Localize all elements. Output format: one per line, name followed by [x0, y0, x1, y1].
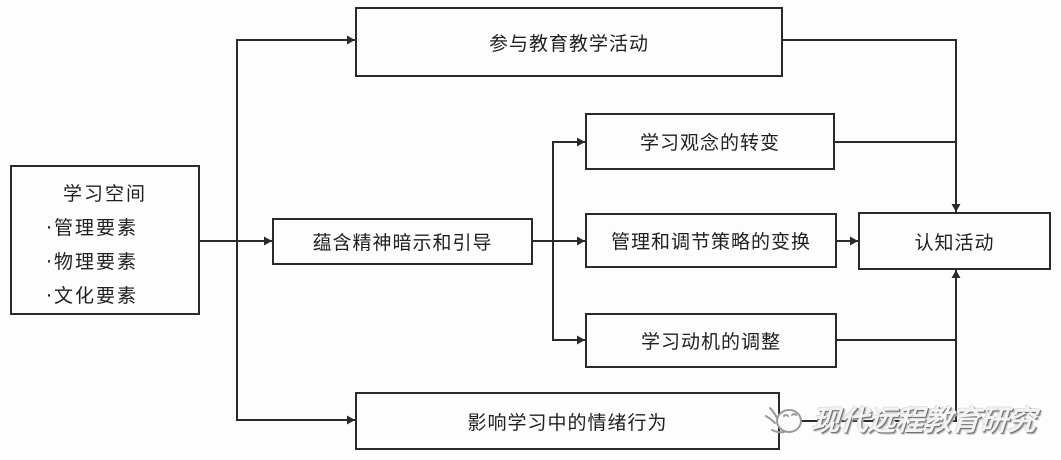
node-cognitive-activity: 认知活动: [858, 212, 1051, 270]
node-motivation-adjust-label: 学习动机的调整: [640, 331, 781, 353]
connector-implication-to-concept: [552, 137, 585, 241]
node-emotional-behavior: 影响学习中的情绪行为: [355, 392, 780, 450]
node-implication-label: 蕴含精神暗示和引导: [312, 232, 493, 254]
node-concept-change-label: 学习观念的转变: [639, 132, 780, 154]
learning-space-item-management: ·管理要素: [46, 217, 139, 239]
node-strategy-change-label: 管理和调节策略的变换: [610, 231, 811, 253]
node-learning-space: 学习空间 ·管理要素 ·物理要素 ·文化要素: [10, 165, 200, 315]
connector-implication-to-motivation: [552, 241, 585, 345]
node-spiritual-implication: 蕴含精神暗示和引导: [272, 218, 533, 265]
node-strategy-change: 管理和调节策略的变换: [585, 213, 837, 268]
learning-space-item-physical: ·物理要素: [46, 251, 139, 273]
node-cognitive-label: 认知活动: [914, 231, 995, 254]
node-emotion-label: 影响学习中的情绪行为: [467, 411, 668, 434]
learning-space-title: 学习空间: [62, 183, 147, 205]
connector-space-to-participate: [236, 35, 355, 241]
learning-space-item-culture: ·文化要素: [46, 285, 139, 307]
watermark-text: 现代远程教育研究: [810, 404, 1038, 437]
node-participate-label: 参与教育教学活动: [488, 32, 649, 55]
watermark: 现代远程教育研究: [762, 390, 1057, 448]
node-motivation-adjust: 学习动机的调整: [585, 313, 837, 368]
node-concept-change: 学习观念的转变: [585, 113, 835, 170]
connector-participate-to-cognitive: [783, 39, 961, 212]
connector-emotion-to-cognitive: [780, 270, 961, 422]
bird-logo-icon: [765, 407, 802, 434]
connector-space-to-emotion: [236, 241, 355, 425]
node-participate-activities: 参与教育教学活动: [355, 7, 783, 77]
